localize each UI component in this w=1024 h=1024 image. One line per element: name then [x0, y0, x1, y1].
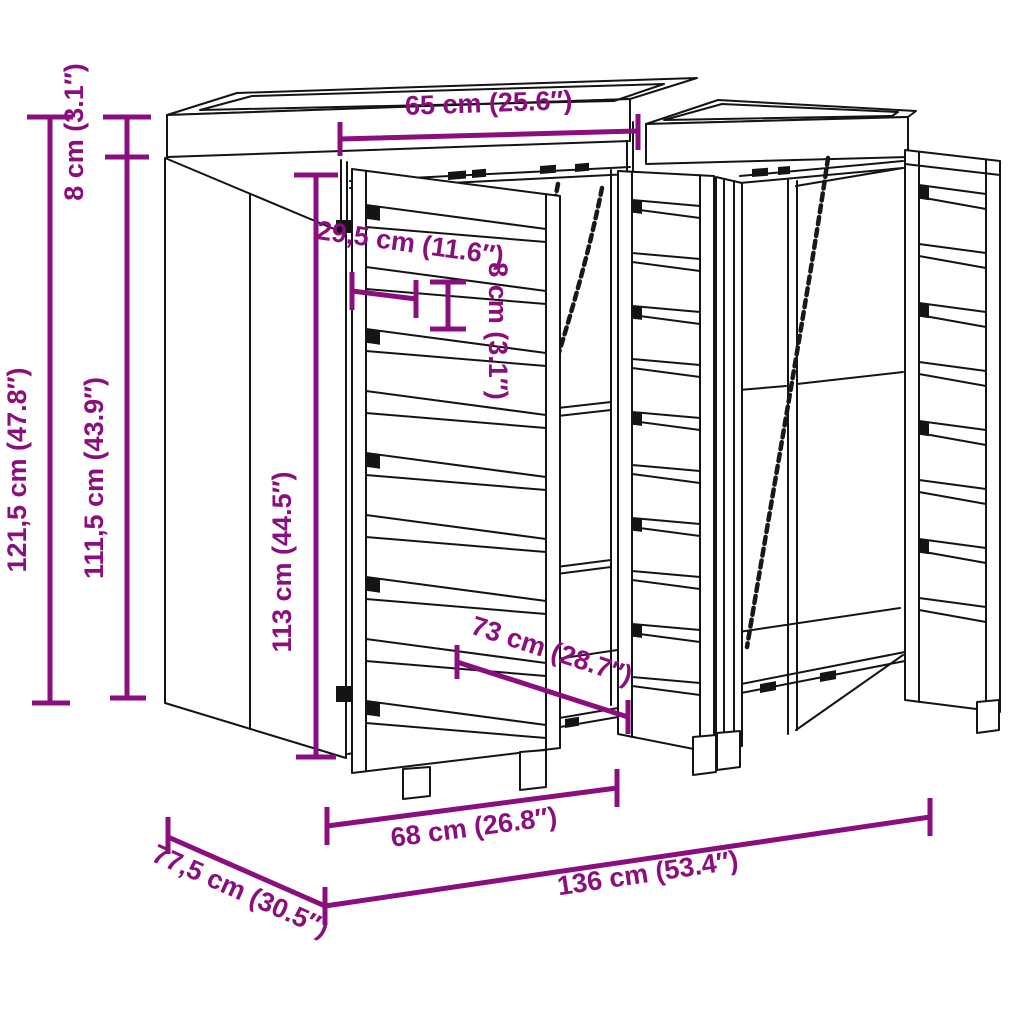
dim-body-height	[110, 157, 146, 701]
dim-depth	[165, 817, 327, 909]
dim-door-width	[324, 769, 620, 845]
cabinet-feet	[402, 699, 1000, 800]
front-corner-post	[340, 159, 348, 231]
dimension-lines	[27, 114, 933, 925]
dim-door-height	[294, 172, 338, 760]
chain-right	[744, 155, 831, 650]
door-middle-back	[715, 176, 743, 752]
door-right	[904, 149, 1001, 713]
dim-total-height	[27, 114, 73, 706]
roof-left-slab	[166, 77, 698, 158]
cabinet-drawing	[164, 77, 1001, 800]
roof-right-slab	[645, 99, 917, 165]
hinge-top	[336, 220, 352, 233]
dim-label-body-height: 111,5 cm (43.9″)	[79, 377, 109, 579]
dim-roof-thickness	[103, 114, 151, 160]
dim-louvre-width	[349, 272, 419, 318]
dim-label-door-height: 113 cm (44.5″)	[267, 471, 297, 652]
dim-label-depth: 77,5 cm (30.5″)	[148, 838, 334, 943]
dim-label-louvre-gap: 8 cm (3.1″)	[483, 262, 513, 400]
door-left	[336, 168, 561, 774]
dim-label-top-width: 65 cm (25.6″)	[404, 85, 572, 121]
dim-label-total-height: 121,5 cm (47.8″)	[2, 367, 32, 572]
dim-inner-depth	[454, 645, 631, 734]
dim-top-width	[337, 114, 641, 156]
hinge-bottom	[336, 686, 352, 702]
dim-louvre-gap	[430, 279, 466, 332]
left-side-wall	[164, 157, 347, 759]
dim-label-roof-thickness: 8 cm (3.1″)	[59, 63, 89, 201]
dim-label-total-width: 136 cm (53.4″)	[555, 845, 740, 901]
door-middle-front	[617, 170, 715, 754]
